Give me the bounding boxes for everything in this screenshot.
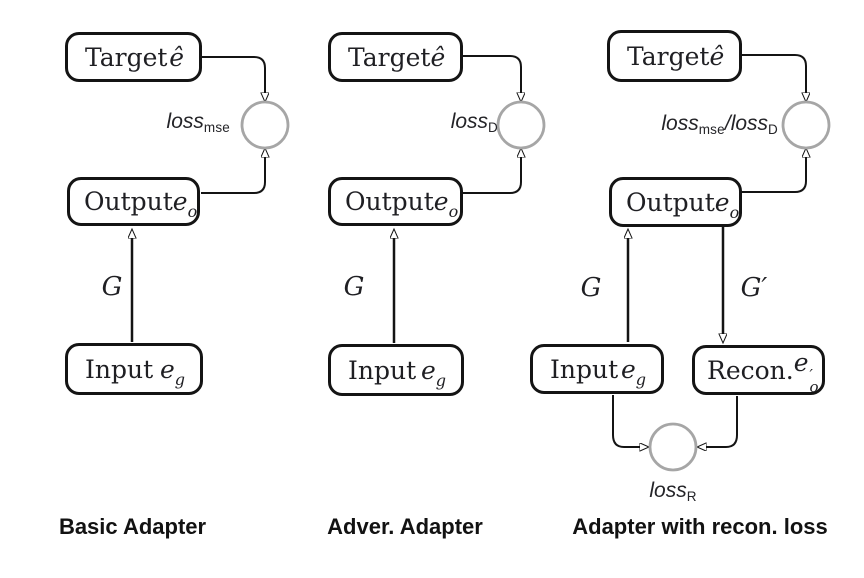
output-label: Output <box>345 187 434 216</box>
input-symbol: eg <box>159 354 185 389</box>
arrow-target-to-loss-2 <box>463 55 521 93</box>
target-label: Target <box>627 41 710 71</box>
target-symbol: ê <box>169 42 184 72</box>
input-symbol: eg <box>420 355 446 390</box>
input-label: Input <box>348 355 417 385</box>
target-label: Target <box>348 42 431 72</box>
output-label: Output <box>626 187 715 217</box>
arrow-recon-to-loss-r <box>706 396 738 447</box>
arrow-output-to-loss-2 <box>463 157 521 194</box>
loss-node-d <box>496 100 546 150</box>
output-symbol: eo <box>714 187 740 222</box>
arrow-target-to-loss-3 <box>742 54 806 93</box>
caption-basic-adapter: Basic Adapter <box>58 514 207 539</box>
generator-prime-label-3: G′ <box>740 273 768 303</box>
caption-adver-adapter: Adver. Adapter <box>327 514 483 539</box>
caption-adapter-recon-loss: Adapter with recon. loss <box>572 514 828 539</box>
loss-label-r: lossR <box>649 479 697 504</box>
loss-node-mse-d <box>781 100 831 150</box>
generator-label-1: G <box>101 272 123 302</box>
arrow-target-to-loss-1 <box>202 56 265 93</box>
recon-symbol: e′o <box>793 347 819 396</box>
output-label: Output <box>84 187 173 216</box>
loss-label-mse: lossmse <box>166 110 230 135</box>
output-symbol: eo <box>433 187 459 221</box>
loss-node-mse <box>240 100 290 150</box>
input-label: Input <box>550 354 619 384</box>
recon-label: Recon. <box>707 355 794 385</box>
arrow-input-to-loss-r <box>612 395 640 447</box>
target-symbol: ê <box>709 41 725 71</box>
loss-label-d: lossD <box>450 110 498 135</box>
input-label: Input <box>85 354 154 384</box>
output-symbol: eo <box>172 187 198 221</box>
input-symbol: eg <box>620 354 646 389</box>
target-symbol: ê <box>430 42 446 72</box>
generator-label-2: G <box>343 272 365 302</box>
recon-box-3: Recon.e′o <box>692 345 825 395</box>
loss-label-mse-d: lossmse/lossD <box>661 112 778 137</box>
arrow-output-to-loss-3 <box>742 157 806 193</box>
generator-label-3: G <box>580 273 602 303</box>
target-label: Target <box>85 42 168 72</box>
loss-node-r <box>648 422 698 472</box>
arrow-output-to-loss-1 <box>201 157 265 194</box>
